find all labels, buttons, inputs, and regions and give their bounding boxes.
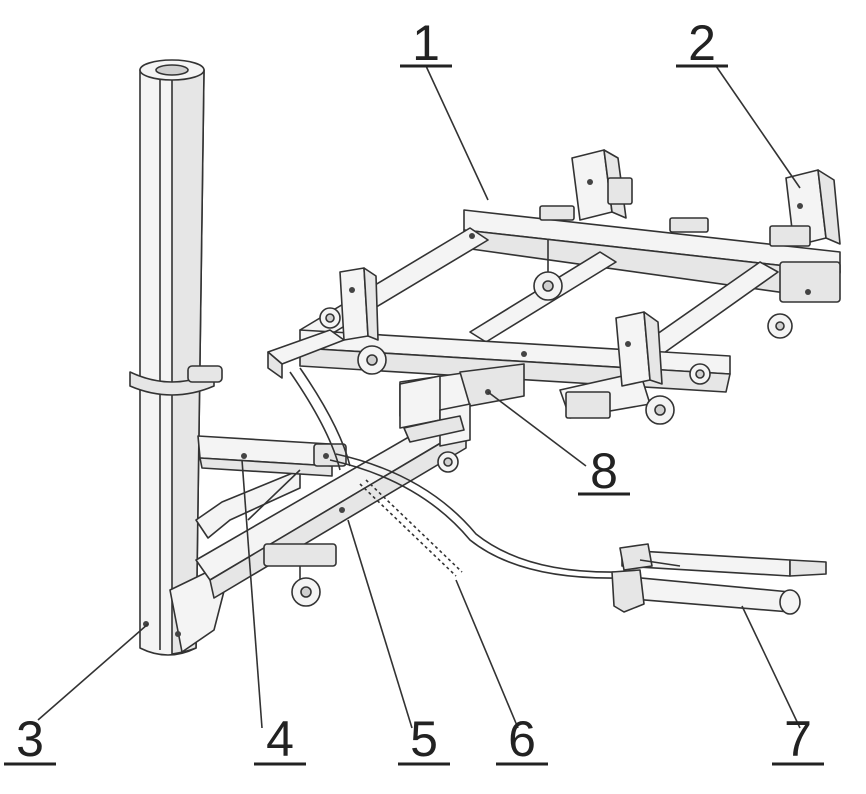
callout-4: 4 — [254, 711, 306, 767]
callout-4-label: 4 — [266, 711, 294, 767]
callout-2: 2 — [676, 15, 728, 71]
callout-3: 3 — [4, 711, 56, 767]
callout-3-label: 3 — [16, 711, 44, 767]
callout-8-label: 8 — [590, 443, 618, 499]
main-frame — [267, 149, 841, 473]
holder-block — [399, 375, 471, 447]
callout-8: 8 — [578, 443, 630, 499]
callout-1-label: 1 — [412, 15, 440, 71]
callout-7-label: 7 — [784, 711, 812, 767]
callout-6: 6 — [496, 711, 548, 767]
callout-5-label: 5 — [410, 711, 438, 767]
leader-lines — [37, 65, 801, 729]
hydraulic-pump — [611, 543, 827, 615]
callout-5: 5 — [398, 711, 450, 767]
callout-2-label: 2 — [688, 15, 716, 71]
callout-1: 1 — [400, 15, 452, 71]
callout-7: 7 — [772, 711, 824, 767]
callout-6-label: 6 — [508, 711, 536, 767]
clamp — [769, 169, 841, 247]
hydraulic-hose — [329, 459, 621, 579]
